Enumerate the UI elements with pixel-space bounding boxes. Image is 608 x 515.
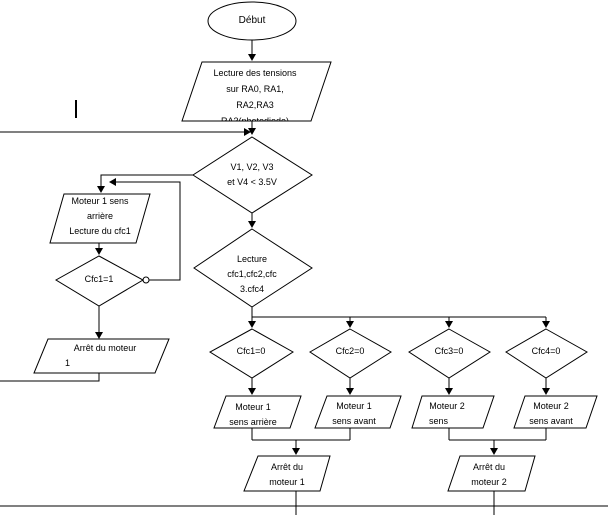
stop-motor1-left-label: Arrêt du moteur 1 — [55, 341, 155, 371]
voltage-condition-label: V1, V2, V3 et V4 < 3.5V — [212, 160, 292, 190]
stop-motor1-left-box — [33, 338, 170, 374]
start-label: Début — [238, 15, 266, 26]
motor2-reverse-line-2: sens — [429, 416, 449, 426]
voltage-condition-line-1: V1, V2, V3 — [230, 162, 274, 172]
motor2-forward-line-2: sens avant — [529, 416, 573, 426]
motor1-reverse-read-line-1: Moteur 1 sens — [71, 196, 129, 206]
stop-motor1-left-line-2: 1 — [65, 358, 71, 368]
motor1-forward-box — [314, 395, 402, 429]
motor1-reverse-read-line-3: Lecture du cfc1 — [69, 226, 131, 236]
motor1-forward-line-2: sens avant — [332, 416, 376, 426]
motor1-reverse-box — [213, 395, 302, 429]
read-all-cfc-line-1: Lecture — [236, 254, 268, 264]
stop-motor2-bottom-box — [447, 455, 536, 492]
motor1-forward-line-1: Moteur 1 — [336, 401, 372, 411]
stop-motor2-bottom-line-1: Arrêt du — [472, 462, 505, 472]
motor2-reverse-box — [411, 395, 495, 429]
read-voltages-line-3: RA2,RA3 — [236, 100, 274, 110]
motor1-reverse-read-label: Moteur 1 sens arrière Lecture du cfc1 — [55, 194, 145, 239]
read-voltages-line-2: sur RA0, RA1, — [226, 84, 284, 94]
read-all-cfc-label: Lecture cfc1,cfc2,cfc 3,cfc4 — [212, 252, 292, 292]
test-cfc1-eq0-label: Cfc1=0 — [236, 346, 266, 356]
read-all-cfc-line-3: 3,cfc4 — [239, 284, 264, 292]
stop-motor1-bottom-line-2: moteur 1 — [269, 477, 305, 487]
stop-motor1-bottom-line-1: Arrêt du — [270, 462, 303, 472]
stop-motor1-bottom-label: Arrêt du moteur 1 — [252, 460, 322, 490]
motor2-forward-box — [513, 395, 598, 429]
motor1-reverse-label: Moteur 1 sens arrière — [218, 400, 288, 428]
motor2-forward-label: Moteur 2 sens avant — [516, 399, 586, 429]
test-cfc2-eq0-label: Cfc2=0 — [335, 346, 365, 356]
read-voltages-box — [181, 61, 332, 122]
stop-motor1-bottom-box — [243, 455, 331, 492]
motor2-reverse-line-1: Moteur 2 — [429, 401, 465, 411]
motor1-reverse-read-line-2: arrière — [86, 211, 113, 221]
read-voltages-label: Lecture des tensions sur RA0, RA1, RA2,R… — [195, 65, 315, 121]
stop-motor2-bottom-line-2: moteur 2 — [471, 477, 507, 487]
motor2-reverse-label: Moteur 2 sens — [412, 399, 482, 429]
motor1-reverse-line-2: sens arrière — [229, 417, 277, 427]
voltage-condition-line-2: et V4 < 3.5V — [227, 177, 277, 187]
text-cursor — [75, 100, 77, 118]
stop-motor2-bottom-label: Arrêt du moteur 2 — [454, 460, 524, 490]
test-cfc1-eq1-label: Cfc1=1 — [84, 274, 114, 284]
test-cfc4-eq0-label: Cfc4=0 — [531, 346, 561, 356]
motor1-reverse-line-1: Moteur 1 — [235, 402, 271, 412]
read-all-cfc-line-2: cfc1,cfc2,cfc — [227, 269, 277, 279]
read-voltages-line-1: Lecture des tensions — [213, 68, 297, 78]
motor1-reverse-read-box — [49, 193, 151, 244]
motor2-forward-line-1: Moteur 2 — [533, 401, 569, 411]
motor1-forward-label: Moteur 1 sens avant — [319, 399, 389, 429]
read-voltages-line-4: RA3(photodiode) — [220, 116, 290, 121]
test-cfc3-eq0-label: Cfc3=0 — [434, 346, 464, 356]
stop-motor1-left-line-1: Arrêt du moteur — [73, 343, 137, 353]
